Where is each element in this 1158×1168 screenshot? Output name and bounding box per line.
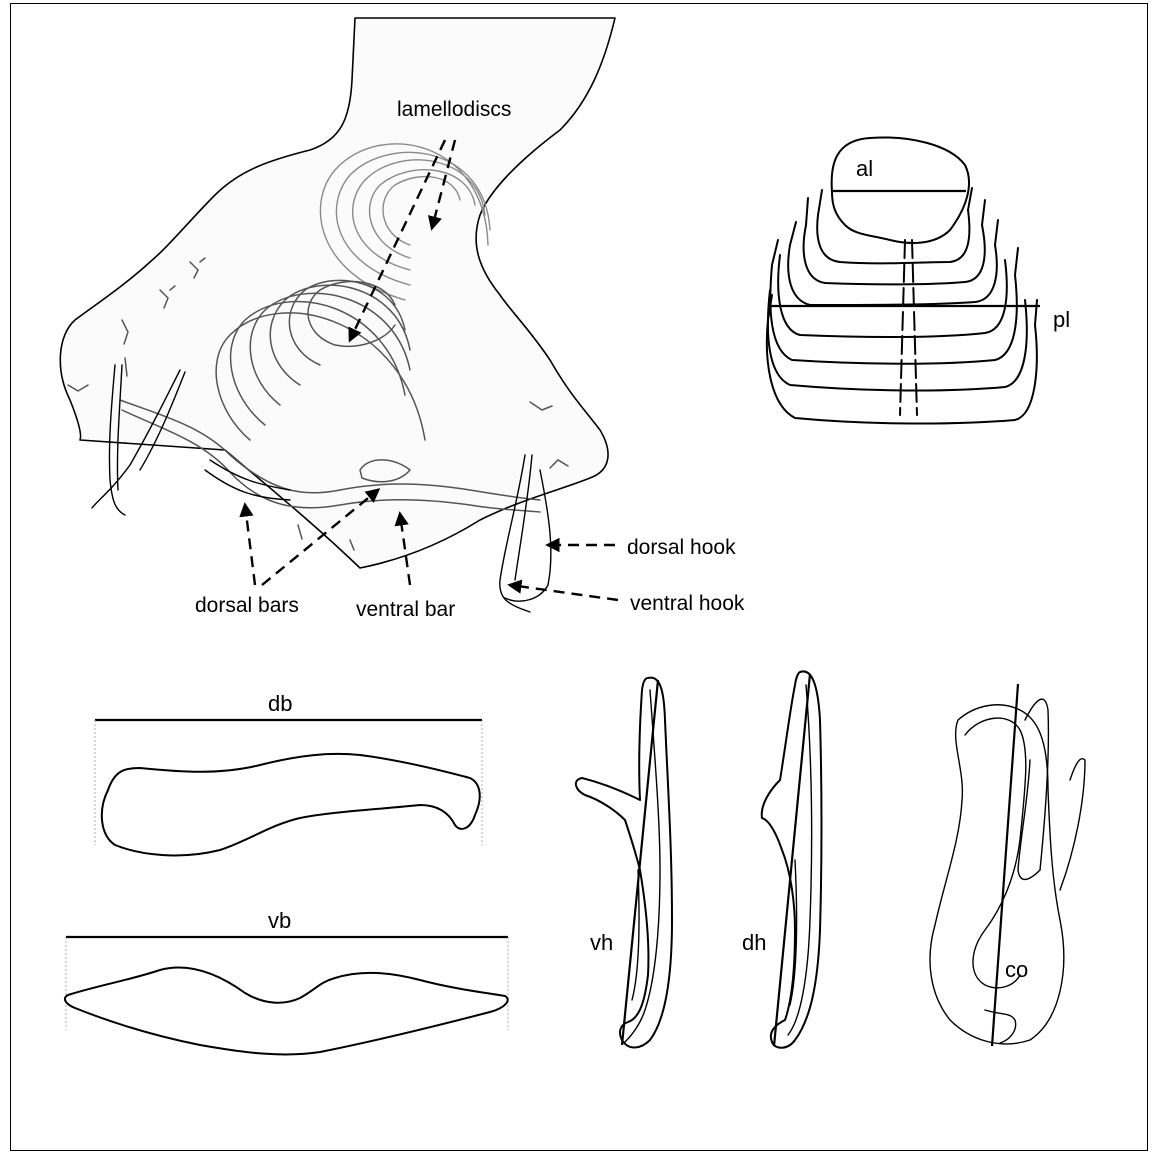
figure-border — [10, 3, 1148, 1151]
